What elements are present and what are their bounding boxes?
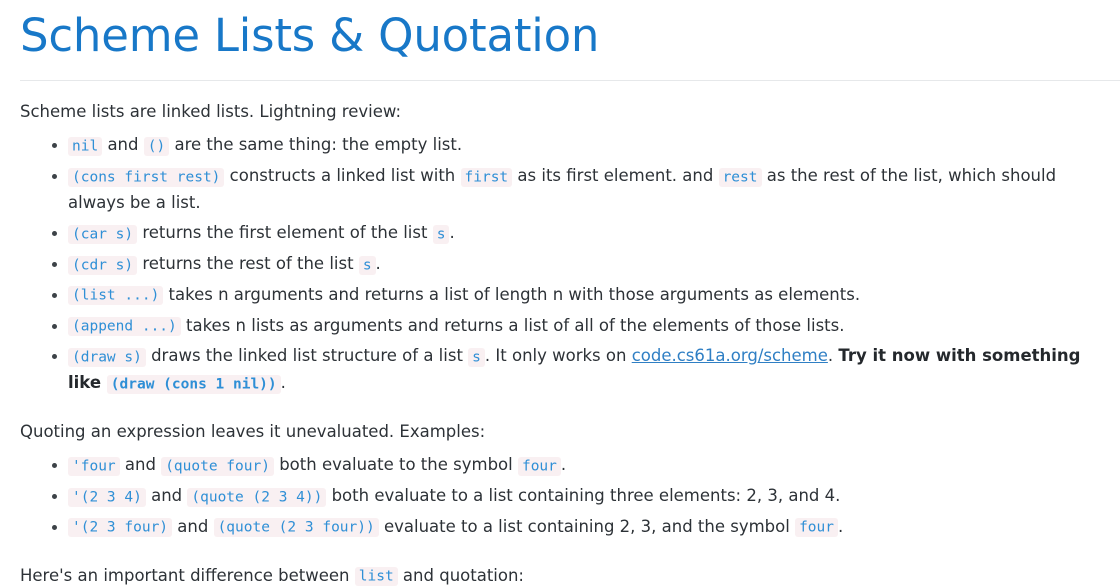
quote-list: 'four and (quote four) both evaluate to … xyxy=(0,452,1120,540)
text-run: both evaluate to a list containing three… xyxy=(326,486,840,505)
text-run: takes n arguments and returns a list of … xyxy=(163,285,860,304)
list-item-list: (list ...) takes n arguments and returns… xyxy=(52,282,1100,309)
closing-paragraph: Here's an important difference between l… xyxy=(0,545,1120,588)
text-run: returns the rest of the list xyxy=(137,254,359,273)
inline-code: four xyxy=(795,518,838,537)
text-run: evaluate to a list containing 2, 3, and … xyxy=(379,517,795,536)
inline-code: '(2 3 four) xyxy=(68,518,172,537)
text-run: and xyxy=(172,517,214,536)
text-run: both evaluate to the symbol xyxy=(274,455,518,474)
inline-code: (quote four) xyxy=(161,457,274,476)
list-item-nil-empty-list: nil and () are the same thing: the empty… xyxy=(52,132,1100,159)
text-run: and xyxy=(146,486,188,505)
inline-code: (quote (2 3 4)) xyxy=(187,488,326,507)
inline-code: rest xyxy=(719,168,762,187)
inline-code: () xyxy=(144,137,169,156)
page-title: Scheme Lists & Quotation xyxy=(0,0,1120,62)
inline-code: (car s) xyxy=(68,225,137,244)
inline-code: nil xyxy=(68,137,102,156)
text-run: Here's an important difference between xyxy=(20,566,355,585)
inline-code: 'four xyxy=(68,457,120,476)
intro-paragraph: Scheme lists are linked lists. Lightning… xyxy=(0,81,1120,125)
list-item-cons: (cons first rest) constructs a linked li… xyxy=(52,163,1100,216)
inline-code: (cons first rest) xyxy=(68,168,224,187)
text-run: . xyxy=(561,455,566,474)
list-item-quote-four: 'four and (quote four) both evaluate to … xyxy=(52,452,1100,479)
text-run: and quotation: xyxy=(398,566,524,585)
text-run: as its first element. and xyxy=(512,166,718,185)
review-list: nil and () are the same thing: the empty… xyxy=(0,132,1120,396)
text-run: returns the first element of the list xyxy=(137,223,433,242)
text-run: . xyxy=(838,517,843,536)
external-link[interactable]: code.cs61a.org/scheme xyxy=(632,346,828,365)
quoting-paragraph: Quoting an expression leaves it unevalua… xyxy=(0,401,1120,445)
text-run: . xyxy=(376,254,381,273)
inline-code: s xyxy=(433,225,450,244)
inline-code: first xyxy=(461,168,513,187)
text-run: . xyxy=(281,373,286,392)
inline-code: (draw s) xyxy=(68,348,146,367)
inline-code: s xyxy=(359,256,376,275)
text-run: . xyxy=(449,223,454,242)
inline-code: list xyxy=(355,567,398,586)
list-item-quote-234: '(2 3 4) and (quote (2 3 4)) both evalua… xyxy=(52,483,1100,510)
list-item-car: (car s) returns the first element of the… xyxy=(52,220,1100,247)
inline-code: four xyxy=(518,457,561,476)
inline-code: (cdr s) xyxy=(68,256,137,275)
text-run: constructs a linked list with xyxy=(224,166,460,185)
inline-code-bold: (draw (cons 1 nil)) xyxy=(107,375,281,394)
inline-code: (append ...) xyxy=(68,317,181,336)
text-run: are the same thing: the empty list. xyxy=(169,135,462,154)
inline-code: s xyxy=(468,348,485,367)
list-item-draw: (draw s) draws the linked list structure… xyxy=(52,343,1100,396)
text-run: draws the linked list structure of a lis… xyxy=(146,346,468,365)
text-run: and xyxy=(120,455,162,474)
text-run: and xyxy=(102,135,144,154)
text-run: . It only works on xyxy=(485,346,632,365)
list-item-append: (append ...) takes n lists as arguments … xyxy=(52,313,1100,340)
inline-code: (list ...) xyxy=(68,286,163,305)
list-item-quote-23four: '(2 3 four) and (quote (2 3 four)) evalu… xyxy=(52,514,1100,541)
text-run: . xyxy=(828,346,839,365)
list-item-cdr: (cdr s) returns the rest of the list s. xyxy=(52,251,1100,278)
inline-code: '(2 3 4) xyxy=(68,488,146,507)
inline-code: (quote (2 3 four)) xyxy=(214,518,379,537)
text-run: takes n lists as arguments and returns a… xyxy=(181,316,845,335)
